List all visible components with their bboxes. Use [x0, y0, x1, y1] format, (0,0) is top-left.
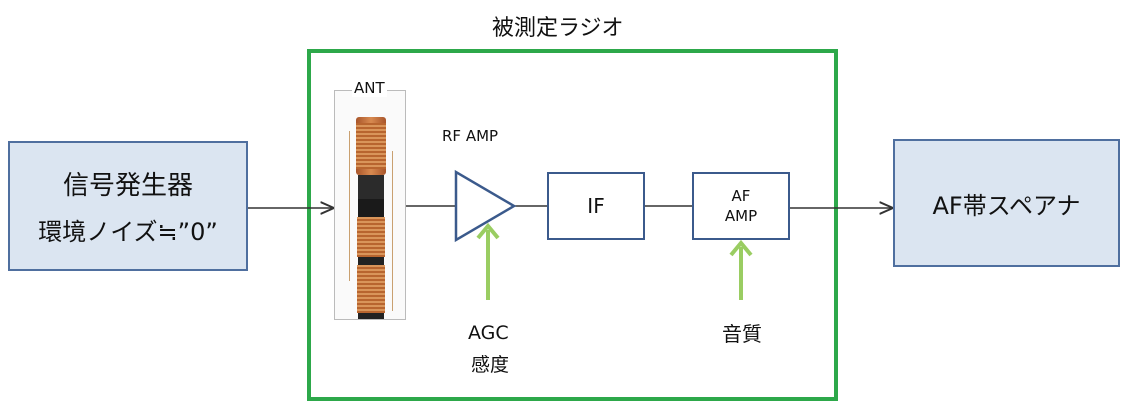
signal-generator-block: 信号発生器 環境ノイズ≒”0”: [8, 141, 248, 271]
af-amp-label-line1: AF: [731, 187, 751, 205]
antenna-photo-frame: [334, 90, 406, 320]
rf-amp-label: RF AMP: [442, 127, 499, 145]
agc-label: AGC: [468, 322, 509, 344]
sensitivity-label: 感度: [471, 354, 510, 376]
rf-amp-triangle: [454, 169, 517, 243]
signal-generator-label: 信号発生器: [62, 171, 193, 201]
af-amp-block: AF AMP: [692, 172, 790, 240]
if-label: IF: [587, 194, 605, 218]
ambient-noise-label: 環境ノイズ≒”0”: [38, 218, 218, 246]
analyzer-label: AF帯スペアナ: [932, 191, 1081, 220]
radio-title: 被測定ラジオ: [492, 16, 624, 41]
agc-control-arrow: [476, 222, 500, 300]
sound-quality-label: 音質: [722, 322, 762, 346]
antenna-label: ANT: [352, 79, 387, 97]
af-amp-label-line2: AMP: [724, 207, 758, 225]
af-spectrum-analyzer-block: AF帯スペアナ: [893, 139, 1120, 267]
sound-quality-control-arrow: [729, 239, 753, 300]
if-block: IF: [547, 172, 645, 240]
